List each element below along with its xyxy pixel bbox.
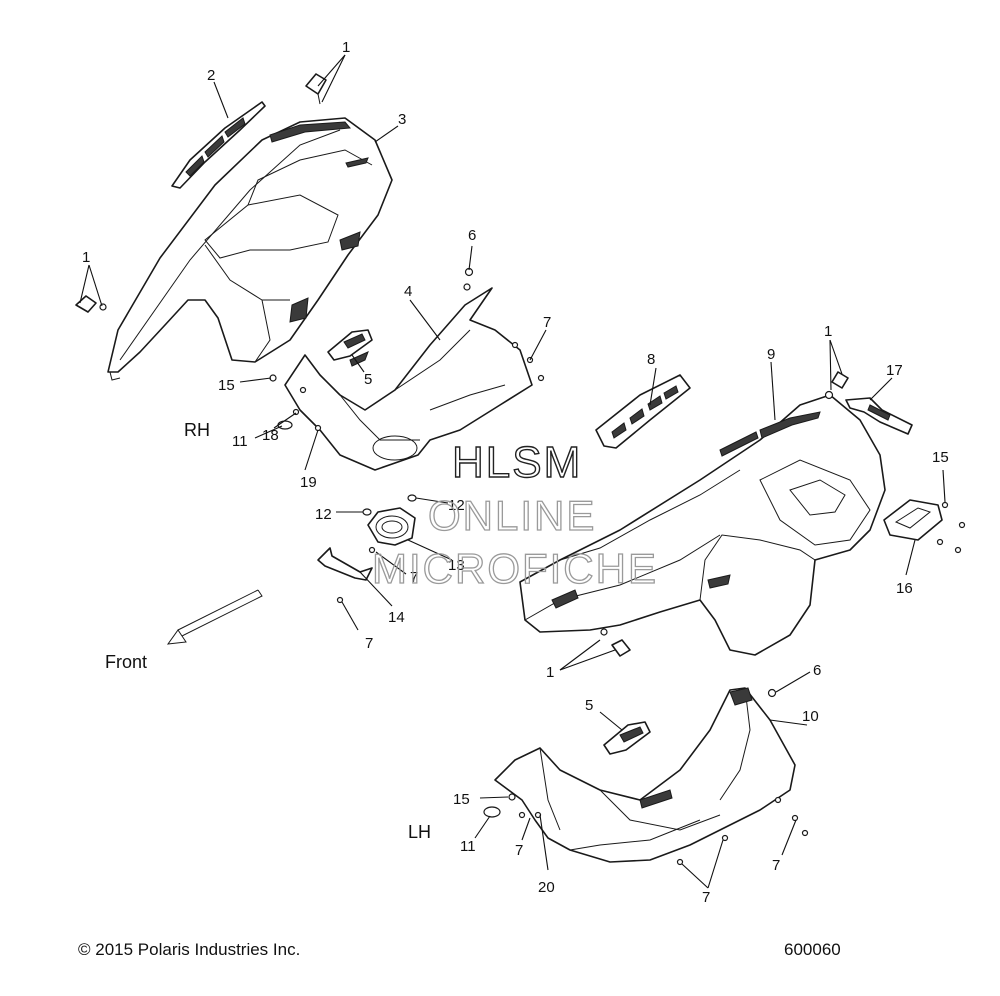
callout-5: 5 bbox=[364, 371, 372, 388]
callout-5: 5 bbox=[585, 697, 593, 714]
callout-7: 7 bbox=[410, 569, 418, 586]
part-16-vent bbox=[883, 499, 943, 541]
part-9-lh-panel bbox=[519, 390, 886, 656]
callout-15: 15 bbox=[453, 791, 470, 808]
part-8-vent bbox=[595, 374, 691, 449]
callout-7: 7 bbox=[702, 889, 710, 906]
callout-7: 7 bbox=[543, 314, 551, 331]
copyright-text: © 2015 Polaris Industries Inc. bbox=[78, 940, 300, 959]
callout-1: 1 bbox=[824, 323, 832, 340]
callout-16: 16 bbox=[896, 580, 913, 597]
part-4-rh-panel bbox=[284, 283, 533, 471]
svg-text:MICROFICHE: MICROFICHE bbox=[372, 545, 658, 592]
callout-8: 8 bbox=[647, 351, 655, 368]
callout-15: 15 bbox=[932, 449, 949, 466]
front-label: Front bbox=[105, 652, 147, 672]
callout-20: 20 bbox=[538, 879, 555, 896]
callout-7: 7 bbox=[365, 635, 373, 652]
callout-15: 15 bbox=[218, 377, 235, 394]
callout-1: 1 bbox=[342, 39, 350, 56]
part-10-lh-lower bbox=[494, 687, 796, 863]
callout-7: 7 bbox=[772, 857, 780, 874]
part-17-bracket bbox=[845, 397, 913, 435]
callout-18: 18 bbox=[262, 427, 279, 444]
callout-1: 1 bbox=[546, 664, 554, 681]
part-2-vent bbox=[171, 101, 266, 189]
callout-9: 9 bbox=[767, 346, 775, 363]
callout-1: 1 bbox=[82, 249, 90, 266]
part-3-hood bbox=[107, 117, 393, 381]
part-5-handle-lh bbox=[603, 721, 651, 755]
callout-13: 13 bbox=[448, 557, 465, 574]
diagram-number: 600060 bbox=[784, 940, 841, 959]
callout-14: 14 bbox=[388, 609, 405, 626]
callout-labels: 1 1 1 1 2 3 4 5 5 6 6 7 7 7 7 7 7 7 8 9 … bbox=[82, 39, 949, 906]
callout-19: 19 bbox=[300, 474, 317, 491]
callout-17: 17 bbox=[886, 362, 903, 379]
part-13-ring bbox=[367, 507, 416, 546]
callout-4: 4 bbox=[404, 283, 412, 300]
callout-2: 2 bbox=[207, 67, 215, 84]
watermark: HLSM ONLINE MICROFICHE bbox=[371, 437, 658, 592]
callout-6: 6 bbox=[813, 662, 821, 679]
callout-11: 11 bbox=[460, 838, 476, 855]
callout-12: 12 bbox=[448, 497, 465, 514]
part-14-bracket bbox=[317, 547, 373, 581]
rh-label: RH bbox=[184, 420, 210, 440]
svg-text:HLSM: HLSM bbox=[452, 438, 582, 487]
callout-10: 10 bbox=[802, 708, 819, 725]
callout-7: 7 bbox=[515, 842, 523, 859]
front-arrow bbox=[166, 589, 263, 645]
lh-label: LH bbox=[408, 822, 431, 842]
callout-3: 3 bbox=[398, 111, 406, 128]
callout-6: 6 bbox=[468, 227, 476, 244]
callout-12: 12 bbox=[315, 506, 332, 523]
part-5-handle-rh bbox=[327, 329, 373, 361]
leader-lines bbox=[79, 54, 946, 889]
svg-text:ONLINE: ONLINE bbox=[428, 492, 596, 539]
callout-11: 11 bbox=[232, 433, 248, 450]
